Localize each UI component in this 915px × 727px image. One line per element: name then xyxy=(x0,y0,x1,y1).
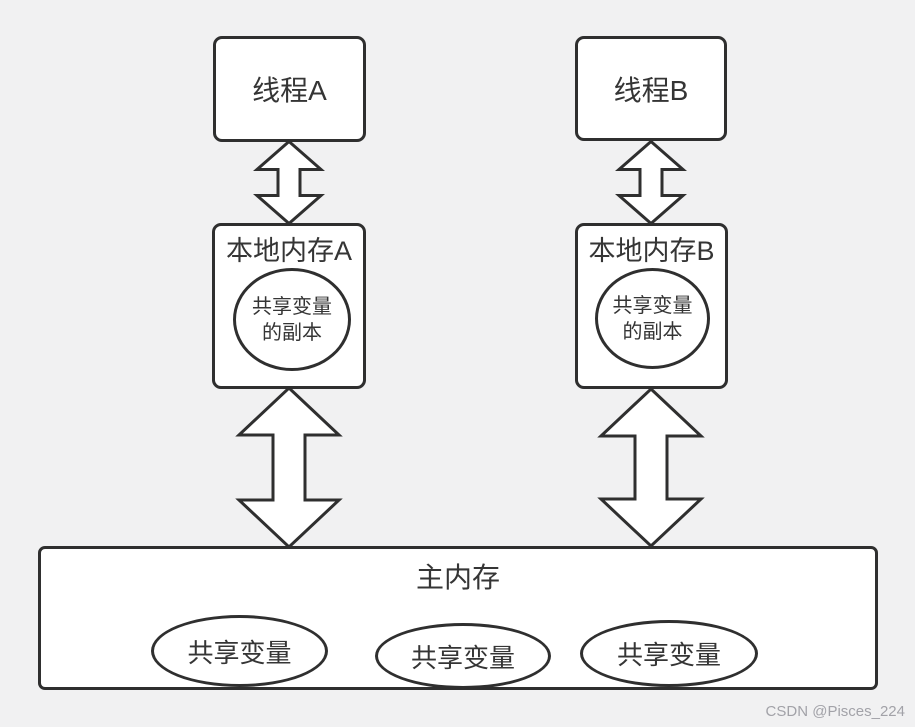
double-arrow-icon-thread-b-local-b xyxy=(615,139,687,226)
shared-variable-copy-a-line2: 的副本 xyxy=(262,321,322,344)
thread-b-box: 线程B xyxy=(575,36,727,141)
shared-variable-ellipse-1: 共享变量 xyxy=(151,615,328,687)
double-arrow-icon-thread-a-local-a xyxy=(253,139,325,226)
thread-a-box: 线程A xyxy=(213,36,366,142)
main-memory-box: 主内存 共享变量 共享变量 共享变量 xyxy=(38,546,878,690)
thread-b-label: 线程B xyxy=(613,74,689,106)
local-memory-a-title: 本地内存A xyxy=(225,236,352,266)
double-arrow-icon-local-a-main-memory xyxy=(235,385,343,550)
thread-a-label: 线程A xyxy=(252,75,327,106)
shared-variable-copy-b-circle: 共享变量 的副本 xyxy=(595,268,710,369)
local-memory-b-box: 本地内存B 共享变量 的副本 xyxy=(575,223,728,389)
main-memory-title: 主内存 xyxy=(415,562,500,593)
shared-variable-copy-b-line1: 共享变量 xyxy=(612,294,693,317)
shared-variable-copy-b-line2: 的副本 xyxy=(622,320,683,343)
csdn-watermark: CSDN @Pisces_224 xyxy=(765,703,905,720)
shared-variable-label-3: 共享变量 xyxy=(616,640,721,670)
shared-variable-copy-a-circle: 共享变量 的副本 xyxy=(233,268,351,371)
shared-variable-ellipse-2: 共享变量 xyxy=(375,623,551,689)
shared-variable-copy-a-line1: 共享变量 xyxy=(252,295,332,318)
shared-variable-ellipse-3: 共享变量 xyxy=(580,620,758,687)
local-memory-a-box: 本地内存A 共享变量 的副本 xyxy=(212,223,366,389)
shared-variable-label-1: 共享变量 xyxy=(187,637,292,668)
double-arrow-icon-local-b-main-memory xyxy=(597,386,705,549)
shared-variable-label-2: 共享变量 xyxy=(410,642,515,673)
local-memory-b-title: 本地内存B xyxy=(588,236,715,266)
